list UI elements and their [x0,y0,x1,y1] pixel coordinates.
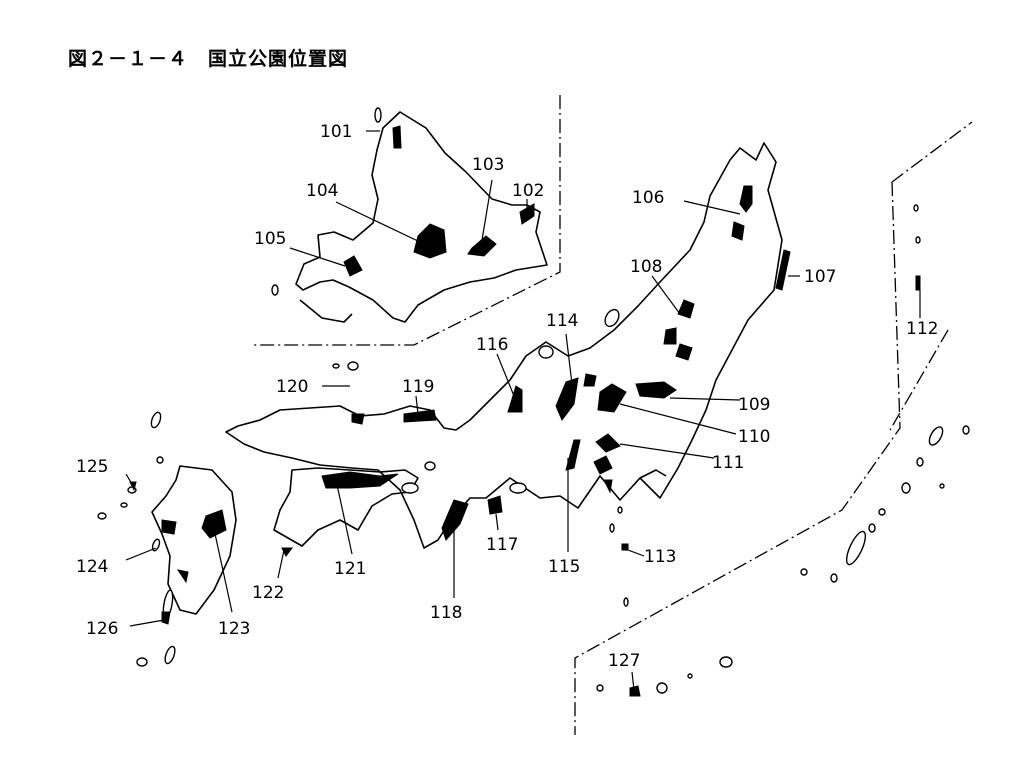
park-areas [129,125,921,697]
park-109 [635,381,677,399]
label-127: 127 [608,651,640,671]
label-101: 101 [320,122,352,142]
park-labels: 101 102 103 104 105 106 107 108 109 110 … [76,122,938,671]
park-111 [593,433,621,494]
park-116 [507,385,523,413]
label-123: 123 [218,619,250,639]
park-121 [321,471,399,489]
label-122: 122 [252,583,284,603]
label-108: 108 [630,257,662,277]
label-111: 111 [712,453,744,473]
label-113: 113 [644,547,676,567]
hokkaido [271,107,548,323]
label-119: 119 [402,377,434,397]
park-120 [351,413,365,425]
label-109: 109 [738,395,770,415]
park-103 [467,235,497,257]
label-121: 121 [334,559,366,579]
label-115: 115 [548,557,580,577]
park-123 [176,509,227,584]
label-114: 114 [546,311,578,331]
park-104 [413,223,447,259]
label-107: 107 [804,267,836,287]
outlying-islands [596,204,970,694]
label-106: 106 [632,188,664,208]
shikoku [273,461,436,547]
label-112: 112 [906,319,938,339]
park-115 [565,439,581,471]
label-104: 104 [306,181,338,201]
park-106 [731,185,753,241]
park-105 [343,255,363,277]
label-105: 105 [254,229,286,249]
park-118 [441,499,469,541]
park-112 [915,275,921,291]
label-110: 110 [738,427,770,447]
label-103: 103 [472,155,504,175]
park-101 [392,125,402,149]
park-102 [519,203,535,225]
label-120: 120 [276,377,308,397]
park-114 [555,373,597,421]
leader-lines [125,130,921,691]
label-125: 125 [76,457,108,477]
label-124: 124 [76,557,108,577]
label-118: 118 [430,603,462,623]
park-110 [597,383,627,413]
page-title: 図２－１－４ 国立公園位置図 [68,48,349,70]
honshu [225,142,783,549]
park-124 [161,519,177,535]
label-126: 126 [86,619,118,639]
park-107 [775,249,791,291]
label-102: 102 [512,181,544,201]
park-108 [663,299,695,361]
park-113 [621,543,629,551]
park-119 [403,409,437,423]
label-116: 116 [476,335,508,355]
inset-boundaries [254,95,973,735]
kyushu [97,411,237,667]
park-117 [487,495,503,515]
park-127 [629,685,641,697]
label-117: 117 [486,535,518,555]
park-126 [161,611,171,625]
